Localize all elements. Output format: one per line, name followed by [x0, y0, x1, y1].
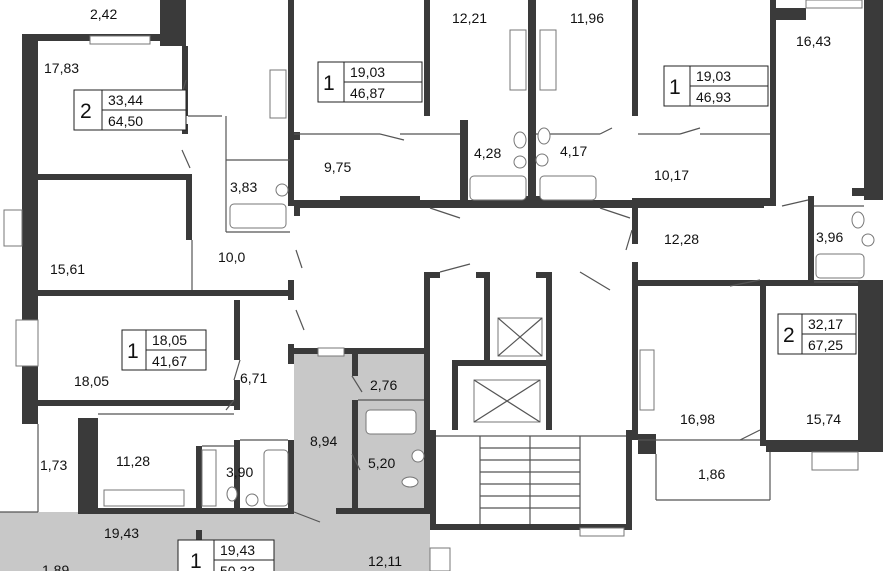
room-area-label: 8,94: [310, 433, 337, 449]
room-area-label: 10,17: [654, 167, 689, 183]
room-area-label: 1,86: [698, 466, 725, 482]
room-area-label: 2,42: [90, 6, 117, 22]
apartment-living-area: 19,43: [220, 542, 255, 558]
apartment-room-count: 1: [323, 72, 335, 95]
windows: [3, 0, 863, 571]
room-area-label: 1,73: [40, 457, 67, 473]
apartment-badge[interactable]: 1 18,05 41,67: [121, 329, 207, 371]
room-area-label: 12,28: [664, 231, 699, 247]
apartment-living-area: 19,03: [350, 64, 385, 80]
bathroom-fixtures: [103, 29, 875, 507]
room-area-label: 12,21: [452, 10, 487, 26]
apartment-total-area: 67,25: [808, 337, 843, 353]
room-area-label: 18,05: [74, 373, 109, 389]
apartment-room-count: 1: [127, 340, 139, 363]
apartment-badge[interactable]: 2 33,44 64,50: [73, 89, 187, 131]
room-area-label: 3,90: [226, 464, 253, 480]
room-area-label: 1,89: [42, 562, 69, 571]
partitions: [0, 79, 864, 523]
apartment-room-count: 2: [783, 324, 795, 347]
apartment-total-area: 64,50: [108, 113, 143, 129]
staircase: [436, 435, 626, 524]
apartment-total-area: 46,93: [696, 89, 731, 105]
apartment-living-area: 33,44: [108, 92, 143, 108]
apartment-room-count: 1: [669, 76, 681, 99]
apartment-total-area: 50,33: [220, 563, 255, 571]
apartment-badge[interactable]: 1 19,03 46,93: [663, 65, 769, 107]
room-area-label: 4,28: [474, 145, 501, 161]
room-area-label: 6,71: [240, 370, 267, 386]
shaded-balcony-bottom: [0, 512, 38, 571]
walls: [22, 0, 883, 571]
room-area-label: 16,43: [796, 33, 831, 49]
room-area-label: 3,96: [816, 229, 843, 245]
room-area-label: 15,61: [50, 261, 85, 277]
room-area-label: 12,11: [368, 553, 402, 569]
room-area-label: 5,20: [368, 455, 395, 471]
apartment-room-count: 2: [80, 100, 92, 123]
room-area-label: 4,17: [560, 143, 587, 159]
apartment-badge[interactable]: 1 19,43 50,33: [177, 539, 275, 571]
room-area-label: 2,76: [370, 377, 397, 393]
apartment-badge[interactable]: 2 32,17 67,25: [777, 313, 857, 355]
room-area-label: 19,43: [104, 525, 139, 541]
apartment-badge[interactable]: 1 19,03 46,87: [317, 61, 423, 103]
room-area-label: 11,28: [116, 453, 150, 469]
room-area-label: 11,96: [570, 10, 604, 26]
apartment-total-area: 41,67: [152, 353, 187, 369]
elevator-shafts: [473, 317, 543, 423]
apartment-living-area: 32,17: [808, 316, 843, 332]
apartment-room-count: 1: [190, 550, 202, 571]
room-area-label: 3,83: [230, 179, 257, 195]
room-area-label: 10,0: [218, 249, 245, 265]
apartment-total-area: 46,87: [350, 85, 385, 101]
room-area-label: 15,74: [806, 411, 841, 427]
apartment-living-area: 18,05: [152, 332, 187, 348]
room-area-label: 16,98: [680, 411, 715, 427]
apartment-living-area: 19,03: [696, 68, 731, 84]
room-area-label: 9,75: [324, 159, 351, 175]
room-labels: 2,42 17,83 12,21 11,96 16,43 9,75 4,28 4…: [40, 6, 843, 571]
room-area-label: 17,83: [44, 60, 79, 76]
